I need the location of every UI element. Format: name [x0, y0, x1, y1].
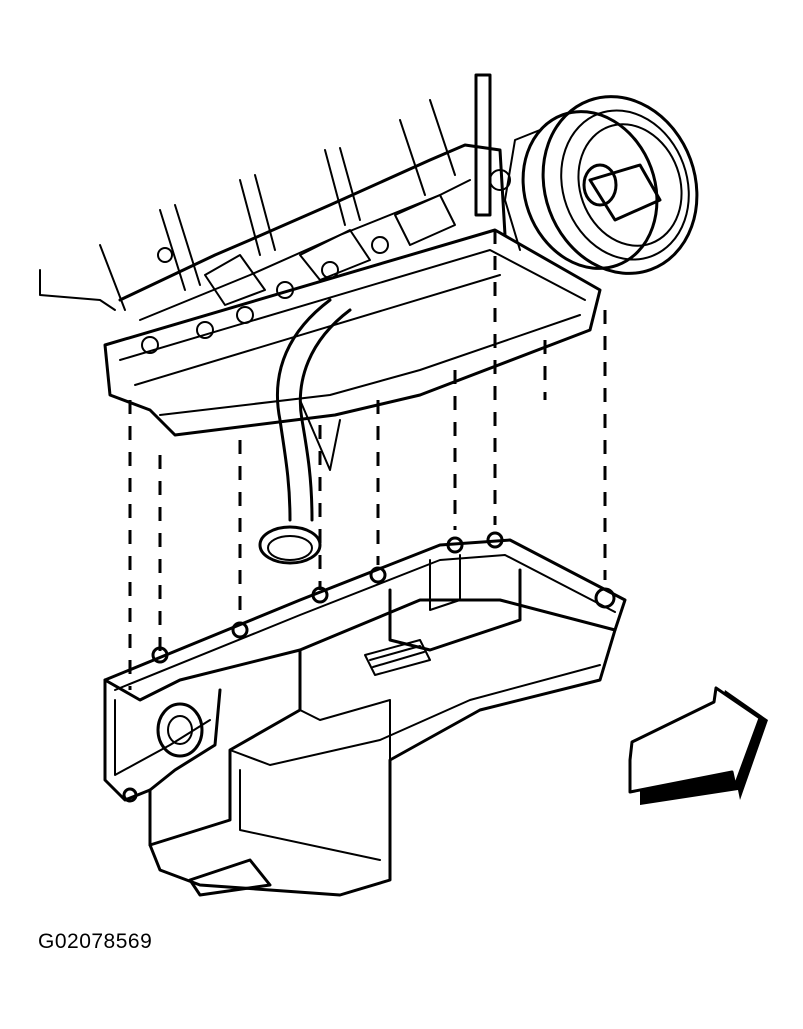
engine-block-icon: [39, 73, 602, 437]
crankshaft-pulley-icon: [504, 95, 699, 275]
oil-pan-icon: [103, 531, 627, 897]
oil-pickup-tube-icon: [258, 298, 352, 565]
front-direction-arrow-icon: [628, 686, 768, 805]
alignment-lines: [128, 230, 607, 690]
figure-id-label: G02078569: [38, 930, 153, 953]
